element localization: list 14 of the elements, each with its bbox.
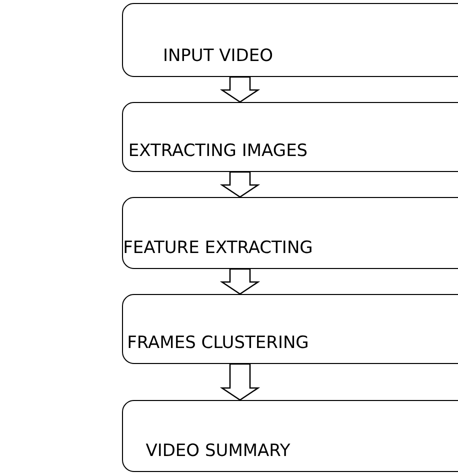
step-label: INPUT VIDEO: [162, 46, 274, 68]
block-arrow: [220, 363, 260, 401]
block-arrow: [220, 171, 260, 198]
step-label: EXTRACTING IMAGES: [127, 141, 309, 163]
process-box: [122, 102, 458, 172]
block-arrow: [220, 76, 260, 103]
step-label: VIDEO SUMMARY: [144, 441, 292, 463]
process-box: [122, 400, 458, 472]
process-box: [122, 294, 458, 364]
block-arrow: [220, 268, 260, 295]
process-box: [122, 197, 458, 269]
step-label: FRAMES CLUSTERING: [126, 333, 310, 355]
process-box: [122, 3, 458, 77]
step-label: FEATURE EXTRACTING: [123, 238, 313, 260]
